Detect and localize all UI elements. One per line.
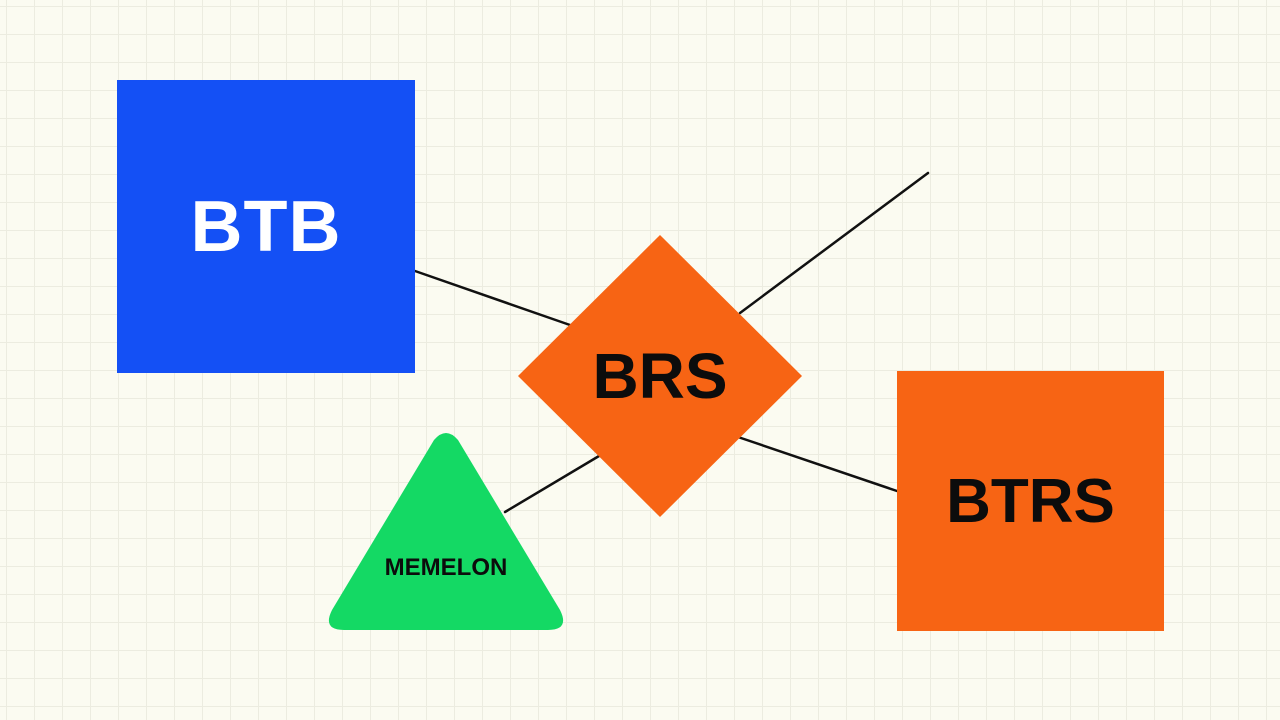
node-memelon[interactable]: MEMELON — [326, 430, 566, 632]
node-btb-label: BTB — [190, 186, 342, 267]
node-brs[interactable]: BRS — [518, 235, 802, 517]
edge-btb-brs — [413, 269, 572, 327]
node-memelon-label: MEMELON — [384, 554, 508, 581]
node-btrs-label: BTRS — [946, 466, 1115, 536]
edge-brs-open-end — [738, 171, 930, 315]
node-btb[interactable]: BTB — [117, 80, 415, 373]
node-brs-label: BRS — [592, 340, 728, 412]
triangle-shape — [328, 433, 564, 630]
edge-brs-memelon — [503, 454, 601, 514]
edge-brs-btrs — [736, 435, 899, 493]
node-btrs[interactable]: BTRS — [897, 371, 1164, 631]
diamond-shape — [518, 235, 802, 517]
